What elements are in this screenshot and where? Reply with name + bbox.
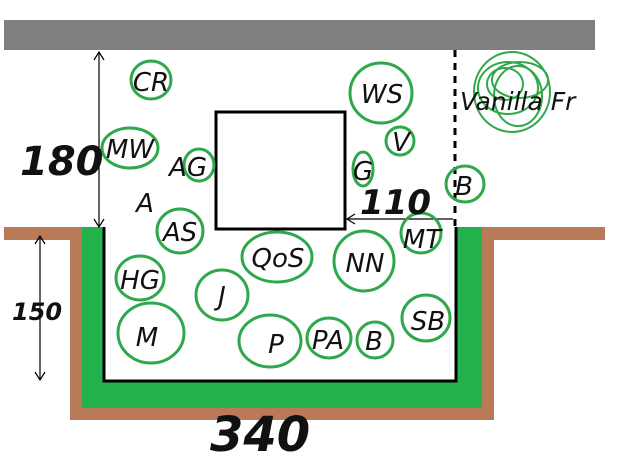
- marker-label: SB: [411, 307, 445, 337]
- dimension-label-lower: 150: [12, 298, 62, 326]
- marker-label: QoS: [252, 244, 305, 274]
- marker-label: WS: [361, 80, 403, 110]
- marker-label: B: [365, 327, 383, 357]
- soil-outline: [4, 227, 605, 420]
- marker-label: CR: [133, 68, 169, 98]
- marker-labels: CR WS MW AG V G B A AS QoS NN MT HG J SB…: [106, 68, 473, 360]
- marker-label: AS: [161, 218, 197, 248]
- dimension-label-bottom: 340: [210, 407, 310, 463]
- marker-label: V: [392, 128, 412, 158]
- scribble-mark: [473, 51, 551, 133]
- marker-label: PA: [312, 326, 344, 356]
- marker-label: J: [213, 282, 226, 312]
- marker-circles: [100, 59, 486, 369]
- marker-label: MT: [403, 225, 443, 255]
- dimension-label-side: 110: [360, 183, 431, 223]
- dimension-label-upper: 180: [20, 139, 104, 185]
- marker-label: B: [455, 172, 473, 202]
- marker-label: NN: [346, 249, 385, 279]
- dimension-arrow-lower: [34, 234, 46, 382]
- marker-label: AG: [167, 153, 207, 183]
- marker-label: A: [134, 189, 154, 219]
- pit-border: [102, 227, 458, 383]
- ceiling-bar: [4, 20, 595, 50]
- marker-label: M: [136, 323, 158, 353]
- dimension-arrow-upper: [93, 50, 105, 229]
- marker-label: HG: [120, 266, 160, 296]
- marker-label: MW: [106, 135, 155, 165]
- marker-label: P: [268, 330, 284, 360]
- green-liner: [82, 227, 482, 408]
- central-box: [214, 110, 347, 231]
- side-label: Vanilla Fr: [460, 87, 577, 116]
- marker-label: G: [353, 157, 373, 187]
